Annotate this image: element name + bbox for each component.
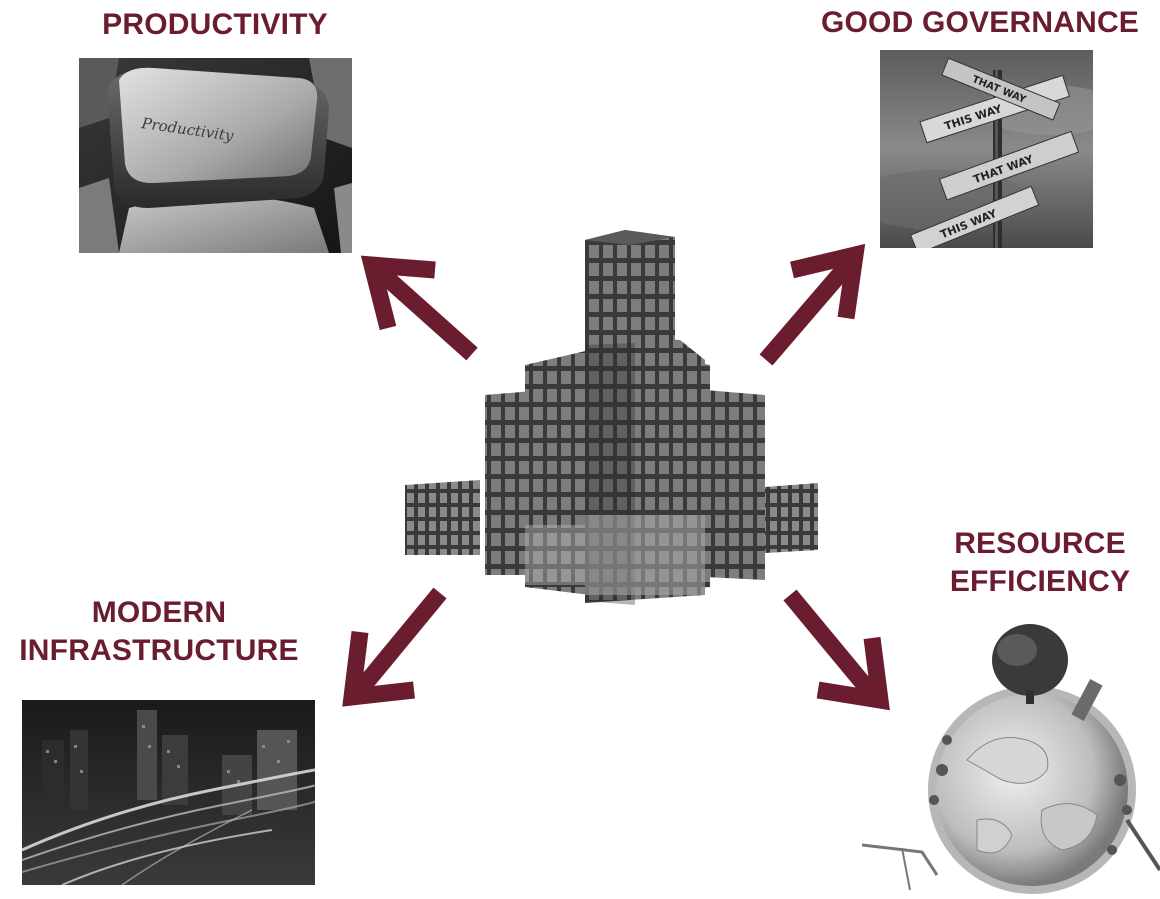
night-city-icon bbox=[22, 700, 315, 885]
label-resource-efficiency: RESOURCE EFFICIENCY bbox=[925, 525, 1155, 601]
label-modern-infrastructure: MODERN INFRASTRUCTURE bbox=[0, 594, 318, 670]
label-good-governance-text: GOOD GOVERNANCE bbox=[820, 6, 1140, 39]
signpost-icon: THIS WAY THAT WAY THAT WAY THIS WAY bbox=[880, 50, 1093, 248]
label-resource-line: RESOURCE bbox=[954, 527, 1126, 560]
label-productivity-text: PRODUCTIVITY bbox=[102, 8, 328, 41]
city-building-icon bbox=[405, 225, 823, 610]
label-efficiency-line: EFFICIENCY bbox=[949, 565, 1131, 598]
label-infrastructure-line: INFRASTRUCTURE bbox=[19, 634, 299, 667]
label-modern-line: MODERN bbox=[91, 596, 227, 629]
globe-tree-icon bbox=[862, 620, 1160, 899]
label-productivity: PRODUCTIVITY bbox=[70, 6, 360, 44]
keyboard-key-icon: Productivity bbox=[79, 58, 352, 253]
label-good-governance: GOOD GOVERNANCE bbox=[800, 4, 1160, 42]
